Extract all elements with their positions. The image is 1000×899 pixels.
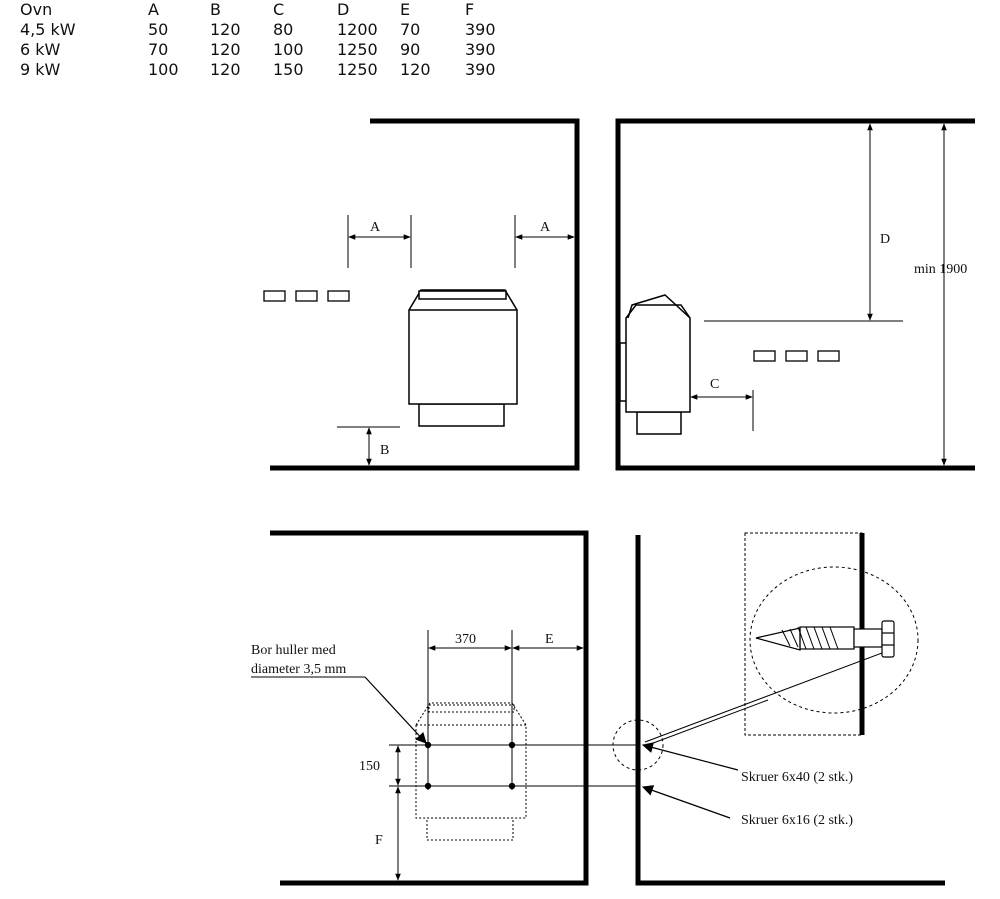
table-cell: 90 <box>400 40 421 59</box>
heater-front <box>408 289 518 427</box>
detail-circle-large <box>749 566 919 714</box>
table-cell: 390 <box>465 60 496 79</box>
detail-circle-small <box>612 719 664 771</box>
table-header-c: C <box>273 0 285 19</box>
dimension-150 <box>389 744 427 787</box>
table-cell: 70 <box>148 40 169 59</box>
heater-outline-dotted <box>415 702 527 841</box>
heater-body <box>625 304 691 413</box>
label-min-height: min 1900 <box>914 262 967 277</box>
table-cell: 1250 <box>337 60 378 79</box>
table-cell: 390 <box>465 40 496 59</box>
heater-body <box>408 289 518 405</box>
wall-outline <box>270 530 589 886</box>
table-header-e: E <box>400 0 411 19</box>
screw-icon <box>755 620 895 658</box>
table-cell: 100 <box>273 40 304 59</box>
table-cell: 80 <box>273 20 294 39</box>
label-screws-6x16: Skruer 6x16 (2 stk.) <box>741 813 853 828</box>
table-header-d: D <box>337 0 350 19</box>
drill-hole <box>508 782 516 790</box>
table-cell: 1200 <box>337 20 378 39</box>
heater-base-outline <box>426 817 514 841</box>
control-button <box>327 290 350 302</box>
control-buttons <box>753 350 840 362</box>
label-b: B <box>380 443 389 458</box>
label-d: D <box>880 232 890 247</box>
heater-top <box>627 294 691 319</box>
table-cell: 150 <box>273 60 304 79</box>
heater-base <box>418 403 505 427</box>
table-cell: 100 <box>148 60 179 79</box>
table-cell: 120 <box>210 60 241 79</box>
heater-side <box>619 294 691 435</box>
table-cell: 120 <box>400 60 431 79</box>
detail-connector-upper <box>644 649 891 743</box>
drill-note-line2: diameter 3,5 mm <box>251 662 346 677</box>
label-a-left: A <box>370 220 381 235</box>
label-150: 150 <box>359 759 380 774</box>
screw-6x16-leader <box>641 785 731 819</box>
front-view: A A B <box>263 118 580 471</box>
heater-base <box>636 411 682 435</box>
table-cell: 50 <box>148 20 169 39</box>
control-button <box>295 290 318 302</box>
drill-hole <box>424 782 432 790</box>
wall-outline <box>635 535 945 886</box>
table-cell: 6 kW <box>20 40 61 59</box>
table-header-ovn: Ovn <box>20 0 53 19</box>
drill-note-line1: Bor huller med <box>251 643 336 658</box>
table-header-b: B <box>210 0 221 19</box>
drill-hole <box>508 741 516 749</box>
table-cell: 1250 <box>337 40 378 59</box>
dimension-a-right <box>514 215 575 268</box>
dimension-d <box>704 123 903 322</box>
table-cell: 9 kW <box>20 60 61 79</box>
table-cell: 120 <box>210 40 241 59</box>
label-370: 370 <box>455 632 476 647</box>
drill-holes <box>424 741 516 790</box>
control-button <box>263 290 286 302</box>
table-cell: 4,5 kW <box>20 20 76 39</box>
dimension-c <box>690 390 754 431</box>
table-cell: 70 <box>400 20 421 39</box>
table-cell: 390 <box>465 20 496 39</box>
label-f: F <box>375 833 383 848</box>
dimension-a-left <box>347 215 412 268</box>
label-a-right: A <box>540 220 551 235</box>
control-button <box>817 350 840 362</box>
heater-stone-tray <box>418 290 507 300</box>
wall-outline <box>615 118 975 471</box>
side-view: D min 1900 C <box>615 118 975 471</box>
mounting-front-view: 370 E 150 F Bor huller med diameter 3,5 … <box>251 530 638 886</box>
heater-body-outline <box>415 702 527 819</box>
table-cell: 120 <box>210 20 241 39</box>
mounting-side-view: Skruer 6x40 (2 stk.) Skruer 6x16 (2 stk.… <box>612 532 945 886</box>
label-c: C <box>710 377 719 392</box>
heater-tray-outline <box>428 704 515 713</box>
label-screws-6x40: Skruer 6x40 (2 stk.) <box>741 770 853 785</box>
label-e: E <box>545 632 554 647</box>
table-header-f: F <box>465 0 475 19</box>
screw-6x40-leader <box>641 742 739 771</box>
detail-box <box>744 532 863 736</box>
wall-outline <box>270 118 580 471</box>
table-header-a: A <box>148 0 159 19</box>
dimension-b <box>337 426 400 466</box>
control-button <box>753 350 776 362</box>
control-button <box>785 350 808 362</box>
control-buttons <box>263 290 350 302</box>
hole-layout <box>427 630 638 790</box>
detail-connector-lower <box>647 699 769 746</box>
drill-note-leader <box>364 676 427 744</box>
